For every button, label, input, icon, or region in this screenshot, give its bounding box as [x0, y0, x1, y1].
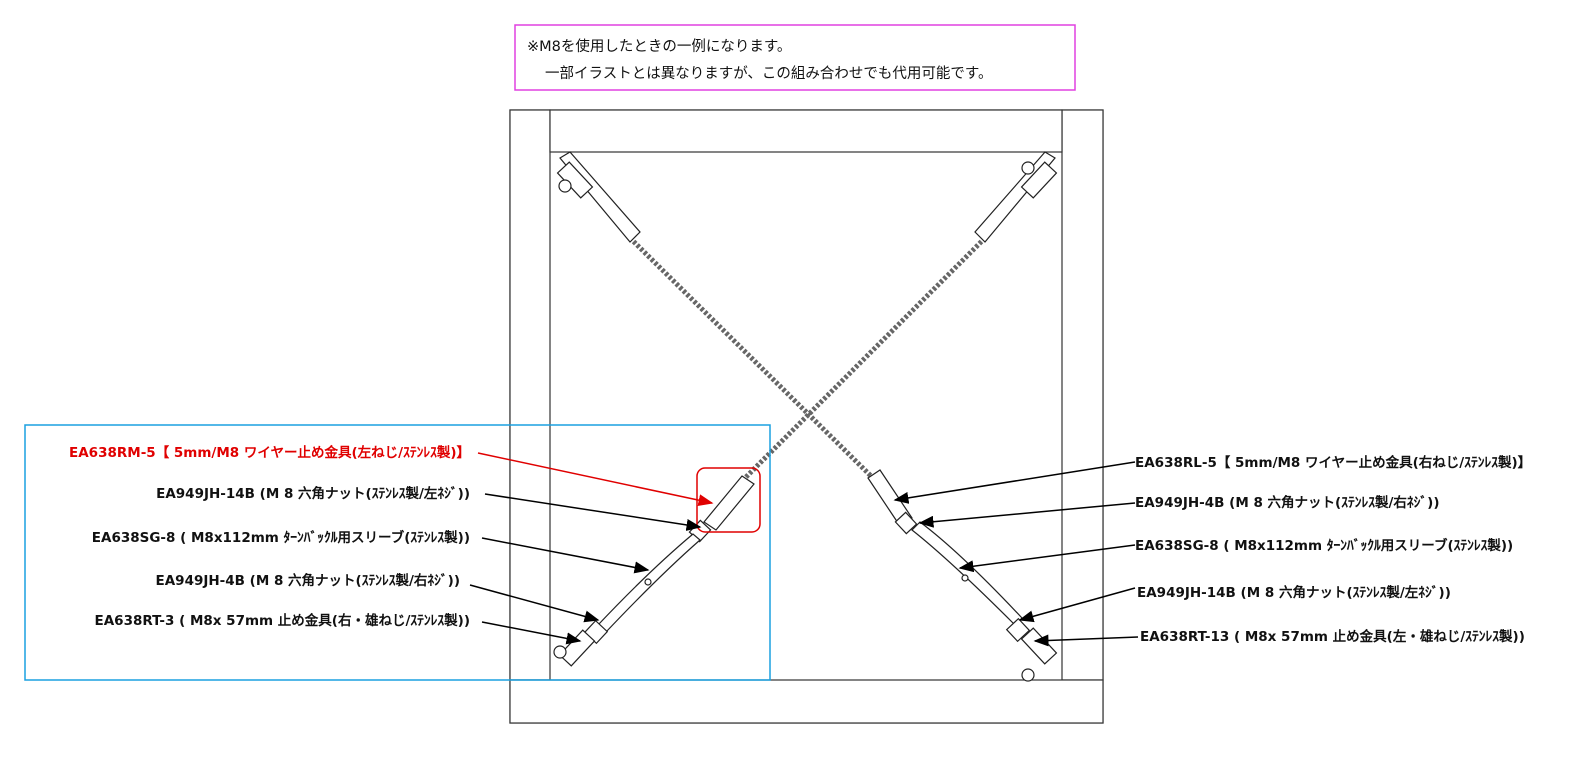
right-labels: EA638RL-5【 5mm/M8 ワイヤー止め金具(右ねじ/ｽﾃﾝﾚｽ製)】 … — [893, 454, 1531, 647]
label-ea949jh-14b-left: EA949JH-14B (M 8 六角ナット(ｽﾃﾝﾚｽ製/左ﾈｼﾞ)) — [156, 485, 470, 502]
label-ea638rm-5: EA638RM-5【 5mm/M8 ワイヤー止め金具(左ねじ/ｽﾃﾝﾚｽ製)】 — [69, 444, 470, 461]
label-ea638sg-8-left: EA638SG-8 ( M8x112mm ﾀｰﾝﾊﾞｯｸﾙ用スリーブ(ｽﾃﾝﾚｽ… — [92, 529, 470, 546]
arrow-ea949jh-14b-left — [484, 493, 702, 531]
right-post — [1061, 109, 1104, 681]
arrow-ea949jh-4b-right — [918, 502, 1136, 528]
label-ea949jh-4b-right: EA949JH-4B (M 8 六角ナット(ｽﾃﾝﾚｽ製/右ﾈｼﾞ)) — [1135, 494, 1440, 511]
label-ea949jh-4b-left: EA949JH-4B (M 8 六角ナット(ｽﾃﾝﾚｽ製/右ﾈｼﾞ)) — [156, 572, 461, 589]
arrow-ea949jh-14b-right — [1018, 587, 1136, 623]
label-ea949jh-14b-right: EA949JH-14B (M 8 六角ナット(ｽﾃﾝﾚｽ製/左ﾈｼﾞ)) — [1137, 584, 1451, 601]
left-labels: EA638RM-5【 5mm/M8 ワイヤー止め金具(左ねじ/ｽﾃﾝﾚｽ製)】 … — [69, 444, 714, 645]
note-line-1: ※M8を使用したときの一例になります。 — [527, 38, 791, 55]
arrow-ea638rt-13 — [1033, 634, 1139, 647]
arrow-ea949jh-4b-left — [469, 584, 600, 623]
bottom-beam — [509, 679, 1104, 724]
label-ea638rl-5: EA638RL-5【 5mm/M8 ワイヤー止め金具(右ねじ/ｽﾃﾝﾚｽ製)】 — [1135, 454, 1531, 471]
arrow-ea638rm-5 — [477, 452, 714, 507]
top-beam — [549, 109, 1063, 153]
arrow-ea638rt-3 — [481, 621, 582, 645]
arrow-ea638sg-8-left — [481, 537, 650, 574]
left-assembly-highlight-box — [24, 424, 771, 681]
cable-right-down — [553, 151, 1058, 667]
note-line-2: 一部イラストとは異なりますが、この組み合わせでも代用可能です。 — [545, 65, 992, 82]
note-box: ※M8を使用したときの一例になります。 一部イラストとは異なりますが、この組み合… — [514, 24, 1076, 91]
label-ea638rt-3: EA638RT-3 ( M8x 57mm 止め金具(右・雄ねじ/ｽﾃﾝﾚｽ製)) — [95, 612, 470, 629]
label-ea638sg-8-right: EA638SG-8 ( M8x112mm ﾀｰﾝﾊﾞｯｸﾙ用スリーブ(ｽﾃﾝﾚｽ… — [1135, 537, 1513, 554]
arrow-ea638rl-5 — [893, 461, 1136, 504]
left-post — [509, 109, 551, 681]
label-ea638rt-13: EA638RT-13 ( M8x 57mm 止め金具(左・雄ねじ/ｽﾃﾝﾚｽ製)… — [1140, 628, 1525, 645]
arrow-ea638sg-8-right — [958, 544, 1136, 573]
